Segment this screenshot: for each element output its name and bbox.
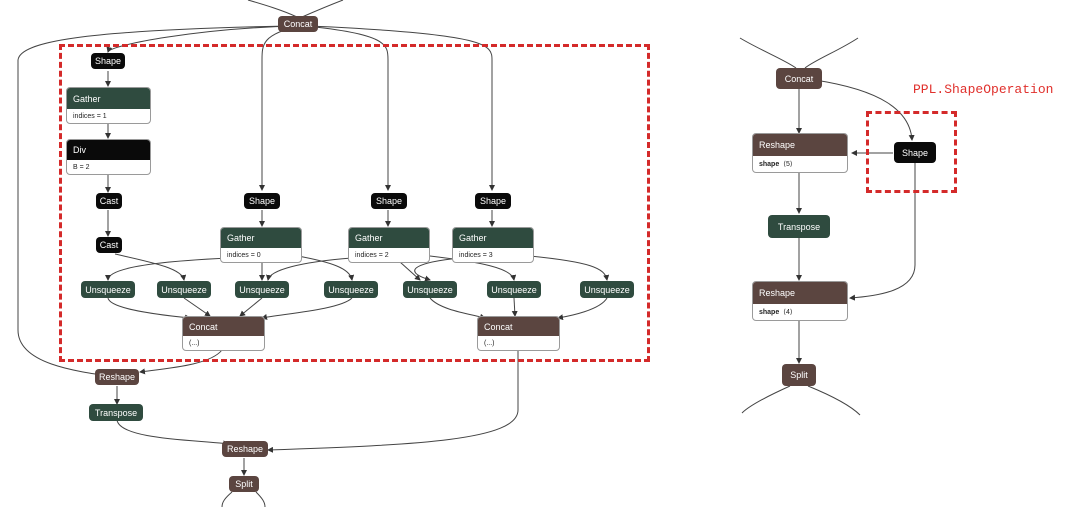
- unsqueeze-node-1[interactable]: Unsqueeze: [81, 281, 135, 298]
- shape-subgraph-highlight: [59, 44, 650, 362]
- gather-node-4[interactable]: Gather indices = 3: [452, 227, 534, 263]
- gather-node-3[interactable]: Gather indices = 2: [348, 227, 430, 263]
- gather-2-attr: indices = 0: [227, 251, 261, 259]
- right-reshape-1-attr: shape ⟨5⟩: [753, 156, 847, 172]
- concat-b-attr: (...): [484, 339, 495, 347]
- gather-node-2[interactable]: Gather indices = 0: [220, 227, 302, 263]
- unsqueeze-node-7[interactable]: Unsqueeze: [580, 281, 634, 298]
- right-reshape-node-2[interactable]: Reshape shape ⟨4⟩: [752, 281, 848, 321]
- concat-a-attr: (...): [189, 339, 200, 347]
- unsqueeze-node-5[interactable]: Unsqueeze: [403, 281, 457, 298]
- concat-node-a[interactable]: Concat (...): [182, 316, 265, 351]
- cast-node-1[interactable]: Cast: [96, 193, 122, 209]
- unsqueeze-node-3[interactable]: Unsqueeze: [235, 281, 289, 298]
- unsqueeze-node-4[interactable]: Unsqueeze: [324, 281, 378, 298]
- unsqueeze-node-2[interactable]: Unsqueeze: [157, 281, 211, 298]
- gather-4-title: Gather: [453, 228, 533, 248]
- gather-3-title: Gather: [349, 228, 429, 248]
- split-node[interactable]: Split: [229, 476, 259, 492]
- right-reshape-2-attr-value: ⟨4⟩: [783, 309, 793, 316]
- right-shape-node[interactable]: Shape: [894, 142, 936, 163]
- cast-node-2[interactable]: Cast: [96, 237, 122, 253]
- concat-top-node[interactable]: Concat: [278, 16, 318, 32]
- right-reshape-2-attr: shape ⟨4⟩: [753, 304, 847, 320]
- gather-4-attr: indices = 3: [459, 251, 493, 259]
- concat-a-title: Concat: [183, 317, 264, 336]
- transpose-node[interactable]: Transpose: [89, 404, 143, 421]
- gather-1-attr: indices = 1: [73, 112, 107, 120]
- reshape-node-1[interactable]: Reshape: [95, 369, 139, 385]
- right-reshape-1-attr-value: ⟨5⟩: [783, 161, 793, 168]
- shape-node-1[interactable]: Shape: [91, 53, 125, 69]
- gather-1-title: Gather: [67, 88, 150, 109]
- reshape-node-2[interactable]: Reshape: [222, 441, 268, 457]
- concat-node-b[interactable]: Concat (...): [477, 316, 560, 351]
- right-split-node[interactable]: Split: [782, 364, 816, 386]
- ppl-shape-operation-highlight: [866, 111, 957, 193]
- right-reshape-node-1[interactable]: Reshape shape ⟨5⟩: [752, 133, 848, 173]
- div-attr: B = 2: [73, 163, 90, 171]
- div-node[interactable]: Div B = 2: [66, 139, 151, 175]
- gather-node-1[interactable]: Gather indices = 1: [66, 87, 151, 124]
- gather-2-title: Gather: [221, 228, 301, 248]
- right-concat-node[interactable]: Concat: [776, 68, 822, 89]
- concat-b-title: Concat: [478, 317, 559, 336]
- shape-node-2[interactable]: Shape: [244, 193, 280, 209]
- right-transpose-node[interactable]: Transpose: [768, 215, 830, 238]
- right-reshape-2-title: Reshape: [753, 282, 847, 304]
- gather-3-attr: indices = 2: [355, 251, 389, 259]
- div-title: Div: [67, 140, 150, 160]
- right-reshape-2-attr-key: shape: [759, 308, 780, 316]
- unsqueeze-node-6[interactable]: Unsqueeze: [487, 281, 541, 298]
- shape-node-4[interactable]: Shape: [475, 193, 511, 209]
- right-reshape-1-title: Reshape: [753, 134, 847, 156]
- right-reshape-1-attr-key: shape: [759, 160, 780, 168]
- shape-node-3[interactable]: Shape: [371, 193, 407, 209]
- ppl-shape-operation-label: PPL.ShapeOperation: [913, 82, 1054, 97]
